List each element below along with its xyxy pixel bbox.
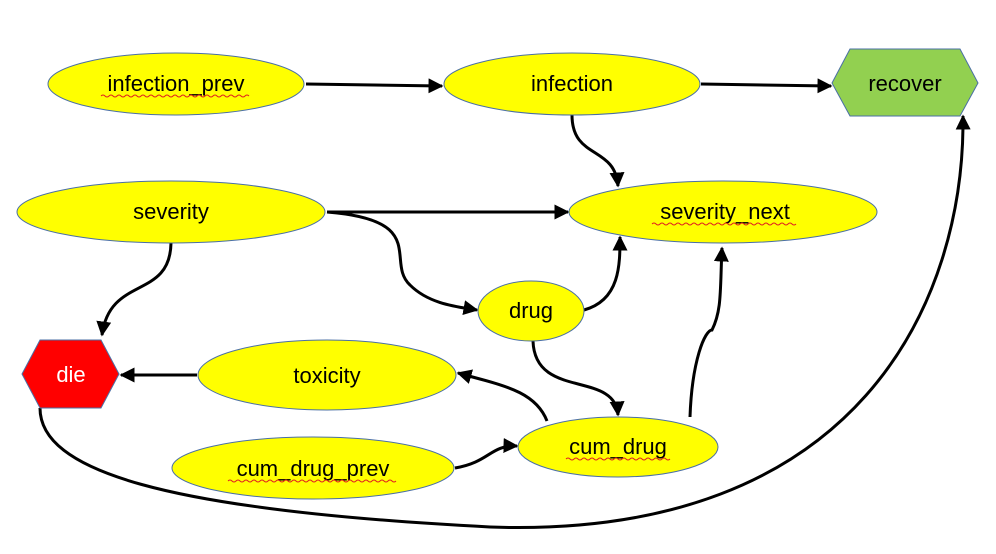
node-cum-drug: cum_drug [517,416,719,478]
node-drug-shape [477,280,585,342]
nodes: infection_prev infection recover severit… [16,48,979,500]
edge-severity-to-drug [326,210,479,316]
edge-infection-to-recover [700,78,833,94]
node-recover-label: recover [868,71,941,96]
spellcheck-underline [651,222,797,226]
node-drug: drug [477,280,585,342]
edge-severity-to-die [96,242,173,337]
node-toxicity: toxicity [197,339,457,411]
node-die: die [21,339,120,409]
node-cum-drug-shape [517,416,719,478]
spellcheck-underline [100,94,250,98]
node-severity: severity [16,180,326,244]
node-infection-prev: infection_prev [47,52,305,116]
node-recover: recover [831,48,979,117]
edge-infection-prev-to-infection [305,78,444,94]
node-cum-drug-prev-shape [171,436,455,500]
node-cum-drug-prev: cum_drug_prev [171,436,455,500]
spellcheck-underline [565,457,671,461]
edge-cum-drug-prev-to-cum-drug [454,438,519,470]
node-severity-next-shape [568,180,878,244]
node-toxicity-label: toxicity [293,363,360,388]
node-cum-drug-prev-label: cum_drug_prev [237,456,390,481]
node-drug-label: drug [509,298,553,323]
node-infection: infection [443,52,701,116]
node-die-shape [21,339,120,409]
edge-cum-drug-to-toxicity [456,369,549,422]
edges [38,78,971,529]
node-severity-next: severity_next [568,180,878,244]
edge-drug-to-severity-next [583,235,628,312]
edge-infection-to-severity-next [570,114,625,188]
node-infection-prev-label: infection_prev [108,71,245,96]
edge-die-to-recover [38,114,971,529]
edge-drug-to-cum-drug [531,340,625,417]
node-toxicity-shape [197,339,457,411]
node-infection-prev-shape [47,52,305,116]
node-infection-label: infection [531,71,613,96]
node-die-label: die [56,362,85,387]
node-severity-next-label: severity_next [660,199,790,224]
edge-cum-drug-to-severity-next [688,246,729,418]
node-recover-shape [831,48,979,117]
node-infection-shape [443,52,701,116]
node-severity-shape [16,180,326,244]
node-cum-drug-label: cum_drug [569,434,667,459]
node-severity-label: severity [133,199,209,224]
spellcheck-underline [227,479,397,483]
